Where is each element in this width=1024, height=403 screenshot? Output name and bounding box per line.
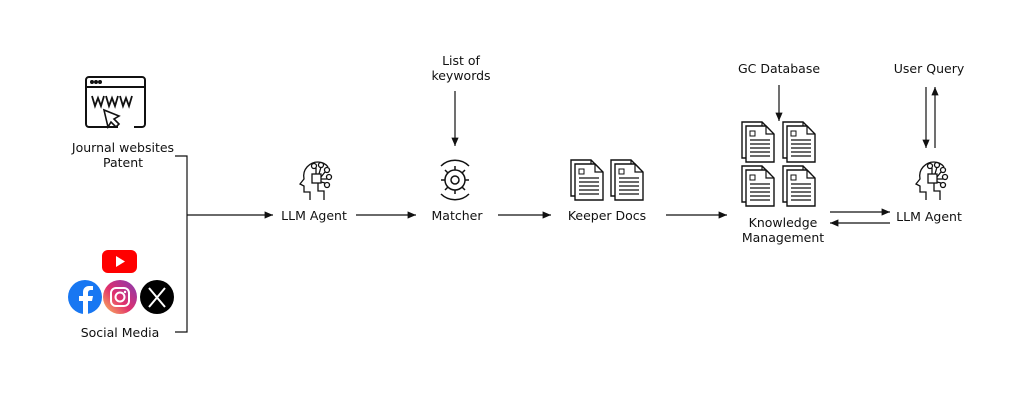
- journal-label-line2: Patent: [102, 155, 144, 170]
- gc-database-label: GC Database: [737, 61, 821, 76]
- keeper-docs-label: Keeper Docs: [567, 208, 647, 223]
- matcher-label: Matcher: [431, 208, 483, 223]
- facebook-icon: [68, 280, 102, 314]
- social-media-label: Social Media: [80, 325, 160, 340]
- x-icon: [140, 280, 174, 314]
- user-query-label: User Query: [893, 61, 965, 76]
- llm-agent-1-label: LLM Agent: [281, 208, 347, 223]
- connectors: [175, 85, 939, 333]
- instagram-icon: [103, 280, 137, 314]
- documents-icon: [571, 160, 643, 200]
- ai-head-icon: [915, 161, 949, 201]
- knowledge-label-line2: Management: [741, 230, 825, 245]
- journal-label-line1: Journal websites: [71, 140, 175, 155]
- www-browser-icon: [85, 76, 146, 130]
- keywords-label-line1: List of: [442, 53, 480, 68]
- youtube-icon: [102, 250, 137, 273]
- gear-icon: [440, 159, 470, 201]
- knowledge-label-line1: Knowledge: [748, 215, 818, 230]
- ai-head-icon: [299, 161, 333, 201]
- llm-agent-2-label: LLM Agent: [896, 209, 962, 224]
- documents-grid-icon: [742, 122, 815, 206]
- keywords-label-line2: keywords: [431, 68, 491, 83]
